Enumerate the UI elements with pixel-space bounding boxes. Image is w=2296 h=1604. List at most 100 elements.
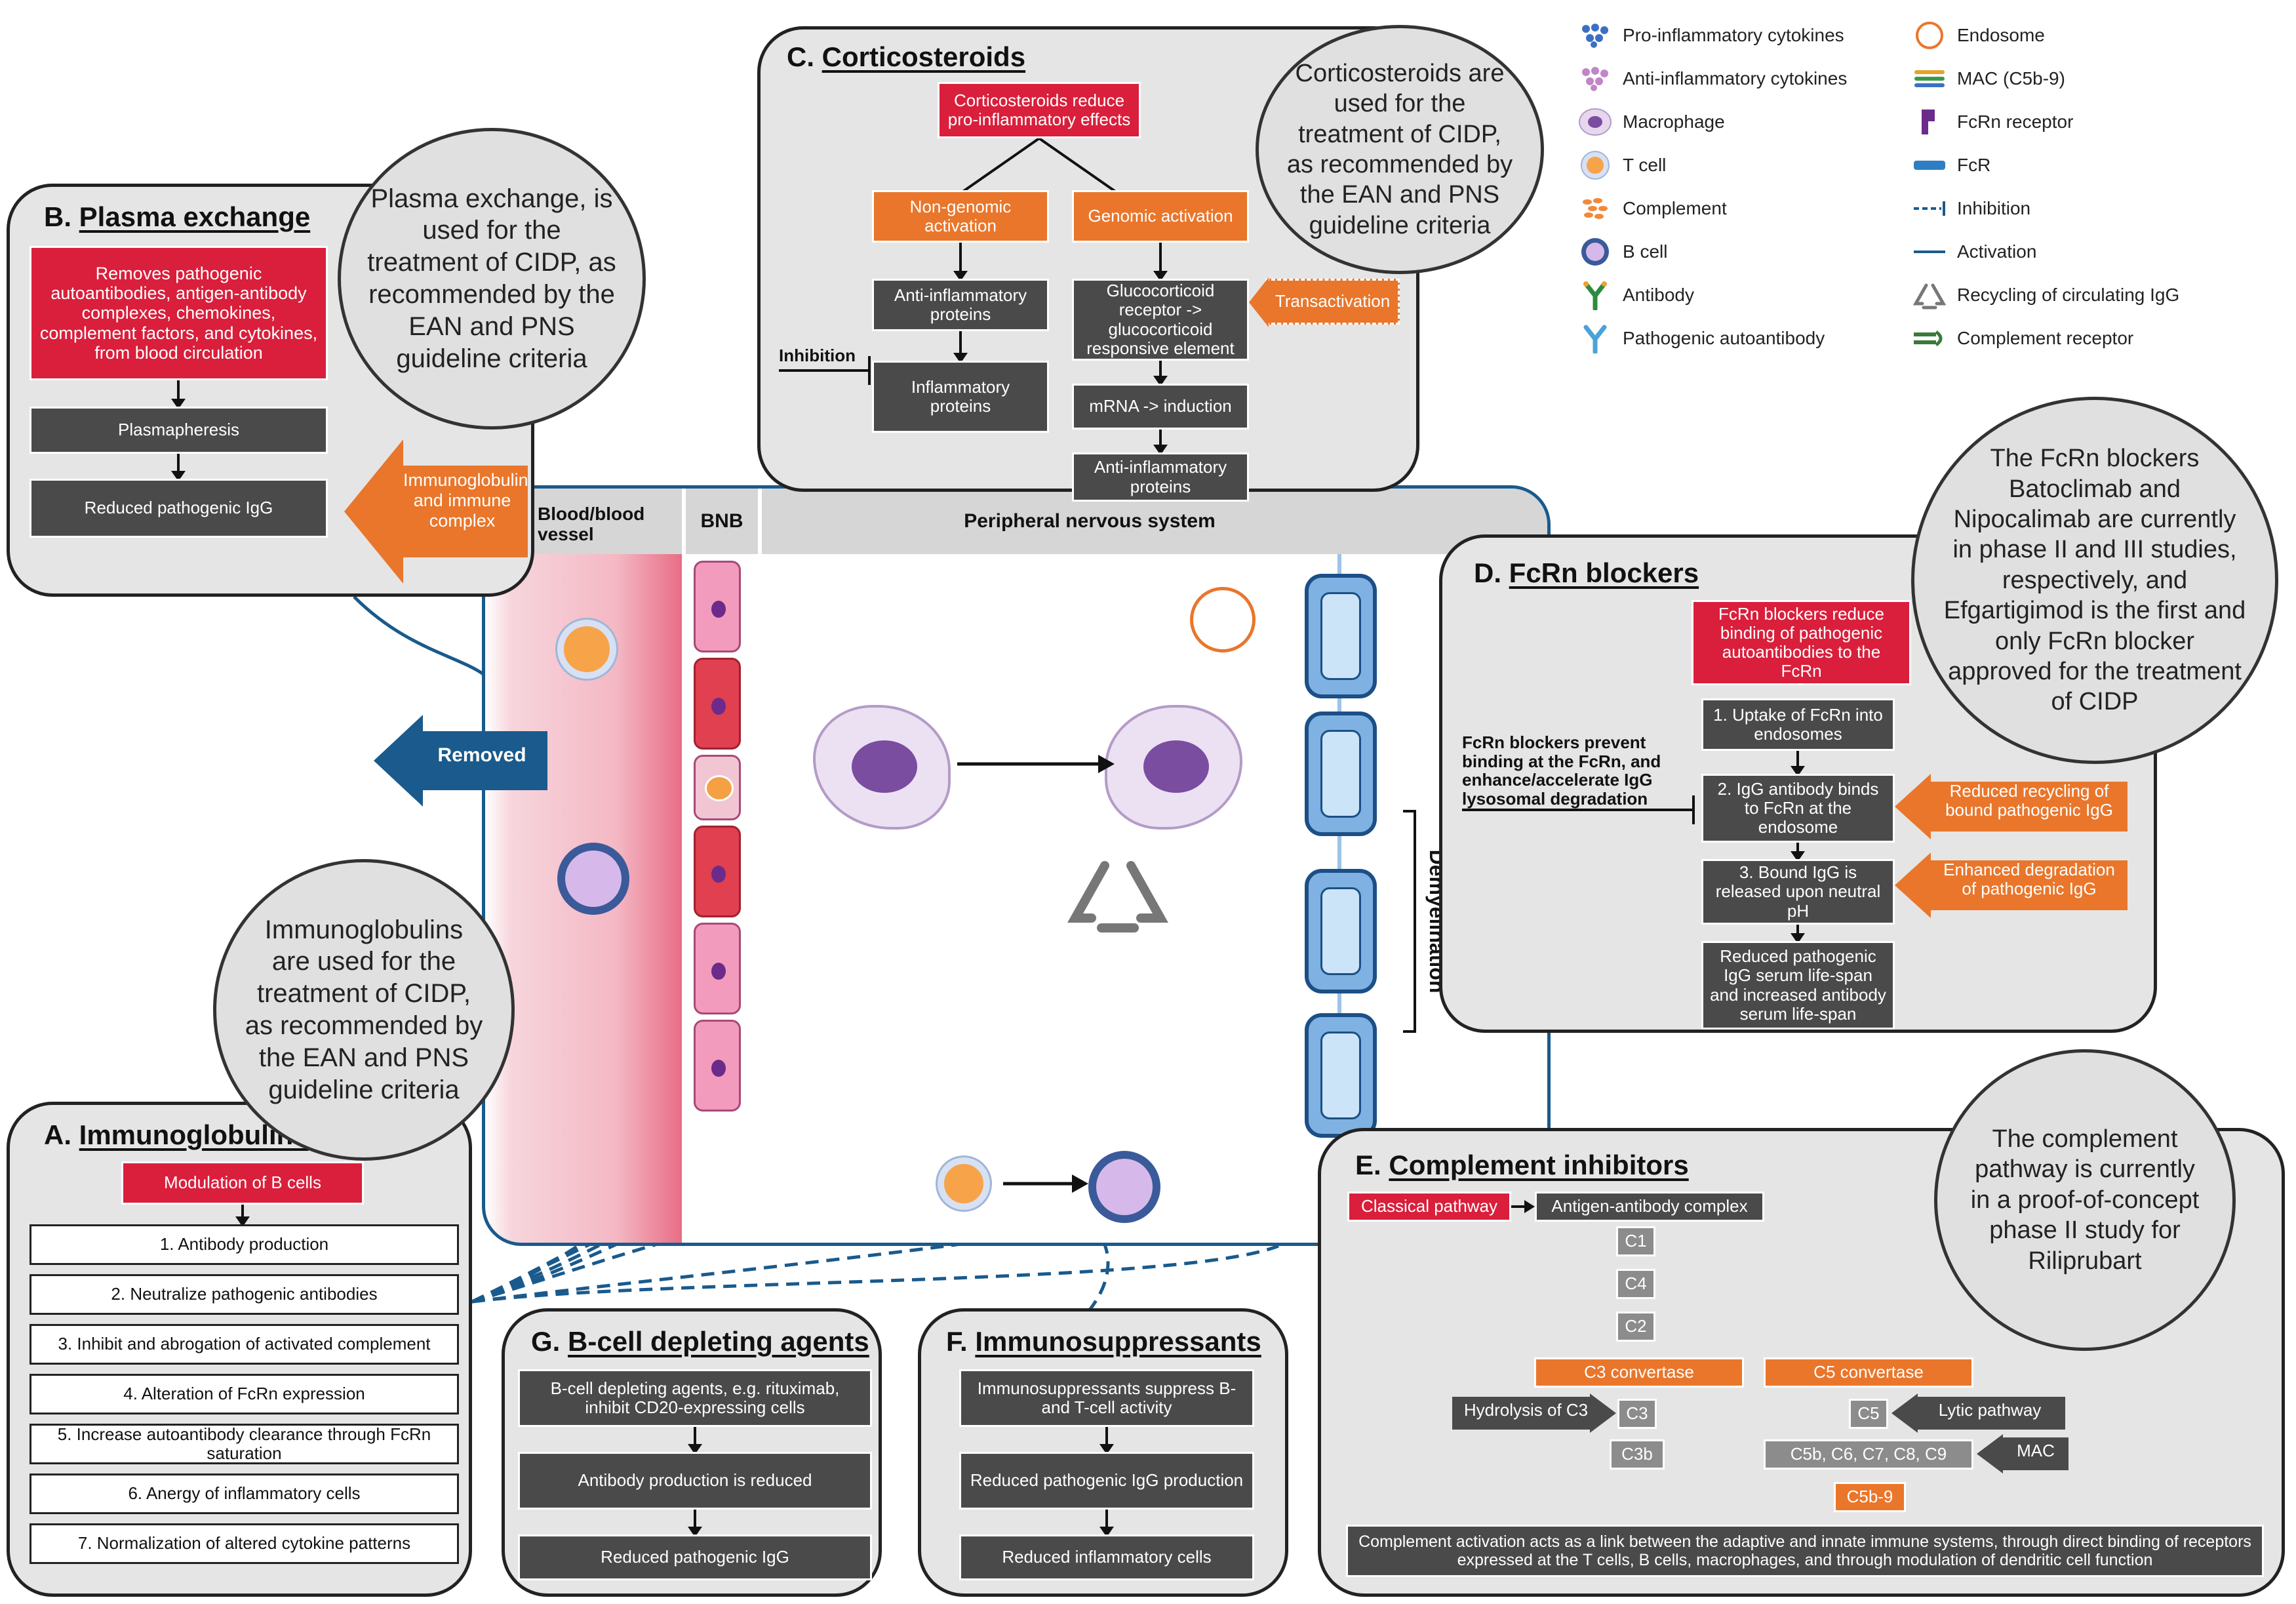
- panel-b-orange-label: Immunoglobulin and immune complex: [403, 470, 528, 531]
- panel-f-arrow: [1099, 1427, 1114, 1454]
- panel-g-title: G. B-cell depleting agents: [531, 1326, 869, 1357]
- macrophage-right: [1105, 705, 1242, 830]
- panel-c-anti-proteins-2: Anti-inflammatory proteins: [1072, 452, 1249, 502]
- b-cell-lower: [1088, 1151, 1160, 1223]
- panel-e-c3: C3: [1617, 1399, 1657, 1429]
- panel-b-title: B. Plasma exchange: [44, 201, 311, 232]
- myelin-segment-1: [1305, 574, 1377, 698]
- legend-item: Inhibition: [1911, 193, 2030, 224]
- panel-c-arrow: [1153, 361, 1168, 386]
- inhibition-line-icon: [1911, 193, 1948, 224]
- endosome: [1190, 587, 1256, 652]
- panel-d-inhibition-line: [1462, 809, 1695, 811]
- central-scene: Blood/blood vessel BNB Peripheral nervou…: [482, 485, 1551, 1246]
- panel-e-c5: C5: [1849, 1399, 1888, 1429]
- panel-c-nongenomic: Non-genomic activation: [872, 190, 1049, 243]
- legend-item: Antibody: [1577, 279, 1694, 311]
- pro-inflammatory-cytokines-icon: [1577, 20, 1613, 51]
- panel-e-c5b-group: C5b, C6, C7, C8, C9: [1764, 1439, 1973, 1470]
- panel-e-hydrolysis-arrow: [1452, 1393, 1616, 1433]
- panel-e-c1: C1: [1616, 1226, 1655, 1256]
- panel-c-mrna: mRNA -> induction: [1072, 384, 1249, 430]
- panel-b-plasmapheresis: Plasmapheresis: [30, 407, 328, 454]
- complement-receptor-icon: [1911, 323, 1948, 354]
- macrophage-icon: [1577, 106, 1613, 138]
- panel-a-item: 4. Alteration of FcRn expression: [30, 1374, 459, 1414]
- legend-item: FcRn receptor: [1911, 106, 2073, 138]
- panel-e-footer: Complement activation acts as a link bet…: [1346, 1525, 2264, 1577]
- panel-d-step4: Reduced pathogenic IgG serum life-span a…: [1701, 941, 1895, 1030]
- panel-a-title: A. Immunoglobulins: [44, 1119, 309, 1150]
- panel-d-orange-label-2: Enhanced degradation of pathogenic IgG: [1943, 860, 2115, 898]
- panel-a-item: 7. Normalization of altered cytokine pat…: [30, 1523, 459, 1564]
- panel-b-reduced-igg: Reduced pathogenic IgG: [30, 479, 328, 538]
- myelin-segment-3: [1305, 869, 1377, 993]
- panel-g-arrow: [688, 1427, 702, 1454]
- panel-d-arrow: [1791, 751, 1805, 776]
- panel-e-classical: Classical pathway: [1347, 1192, 1511, 1222]
- panel-e-bubble: The complement pathway is currently in a…: [1934, 1049, 2236, 1351]
- panel-immunoglobulins: A. Immunoglobulins Modulation of B cells…: [7, 1102, 472, 1597]
- panel-a-item: 6. Anergy of inflammatory cells: [30, 1474, 459, 1514]
- panel-c-genomic: Genomic activation: [1072, 190, 1249, 243]
- legend-item: Activation: [1911, 236, 2036, 268]
- antibody-icon: [1577, 279, 1613, 311]
- panel-d-side-note: FcRn blockers prevent binding at the FcR…: [1462, 732, 1661, 809]
- macrophage-left: [813, 705, 951, 830]
- panel-e-antigen: Antigen-antibody complex: [1535, 1192, 1764, 1222]
- panel-g-step1: B-cell depleting agents, e.g. rituximab,…: [518, 1369, 872, 1427]
- panel-a-item: 2. Neutralize pathogenic antibodies: [30, 1274, 459, 1315]
- panel-fcrn-blockers: D. FcRn blockers FcRn blockers reduce bi…: [1439, 534, 2157, 1033]
- header-band: [485, 489, 1547, 554]
- recycling-icon: [1911, 279, 1948, 311]
- panel-d-bubble: The FcRn blockers Batoclimab and Nipocal…: [1911, 397, 2278, 764]
- panel-d-step2: 2. IgG antibody binds to FcRn at the end…: [1701, 774, 1895, 843]
- panel-e-c4: C4: [1616, 1269, 1655, 1299]
- panel-e-hydrolysis: Hydrolysis of C3: [1463, 1400, 1589, 1420]
- panel-c-arrow: [1153, 430, 1168, 455]
- legend-item: Complement receptor: [1911, 323, 2133, 354]
- panel-f-step1: Immunosuppressants suppress B- and T-cel…: [959, 1369, 1254, 1427]
- panel-e-title: E. Complement inhibitors: [1355, 1150, 1689, 1180]
- pathogenic-autoantibody-icon: [1577, 323, 1613, 354]
- legend-item: Pro-inflammatory cytokines: [1577, 20, 1844, 51]
- panel-c-inhibition-line: [779, 369, 871, 372]
- panel-b-arrow: [171, 454, 186, 481]
- legend-item: Endosome: [1911, 20, 2045, 51]
- demyelination-bracket: [1403, 810, 1416, 1033]
- t-cell-blood: [557, 620, 616, 679]
- panel-c-arrow: [953, 243, 968, 281]
- panel-d-orange-label-1: Reduced recycling of bound pathogenic Ig…: [1945, 781, 2113, 820]
- panel-e-c5-convertase: C5 convertase: [1764, 1357, 1973, 1388]
- legend-item: FcR: [1911, 150, 1990, 181]
- panel-e-c2: C2: [1616, 1312, 1655, 1342]
- panel-b-red-box: Removes pathogenic autoantibodies, antig…: [30, 246, 328, 380]
- bnb-label: BNB: [700, 510, 743, 532]
- panel-f-title: F. Immunosuppressants: [946, 1326, 1261, 1357]
- panel-a-red-box: Modulation of B cells: [121, 1161, 364, 1205]
- myelin-segment-4: [1305, 1013, 1377, 1138]
- b-cell-icon: [1577, 236, 1613, 268]
- t-cell-icon: [1577, 150, 1613, 181]
- panel-a-item: 1. Antibody production: [30, 1224, 459, 1265]
- panel-b-orange-arrow: [344, 439, 528, 584]
- myelin-segment-2: [1305, 712, 1377, 836]
- legend: Pro-inflammatory cytokines Anti-inflamma…: [1577, 20, 2285, 374]
- panel-a-arrow: [235, 1205, 250, 1227]
- panel-b-arrow: [171, 380, 186, 409]
- panel-e-arrow-classical: [1511, 1200, 1535, 1213]
- panel-f-step2: Reduced pathogenic IgG production: [959, 1452, 1254, 1510]
- panel-d-red-box: FcRn blockers reduce binding of pathogen…: [1692, 600, 1911, 685]
- complement-icon: [1577, 193, 1613, 224]
- header-divider-1: [682, 489, 686, 554]
- panel-d-step3: 3. Bound IgG is released upon neutral pH: [1701, 859, 1895, 925]
- legend-item: Recycling of circulating IgG: [1911, 279, 2179, 311]
- pns-label: Peripheral nervous system: [964, 510, 1216, 532]
- panel-e-c3-convertase: C3 convertase: [1534, 1357, 1744, 1388]
- panel-c-bubble: Corticosteroids are used for the treatme…: [1256, 25, 1544, 274]
- panel-a-bubble: Immunoglobulins are used for the treatme…: [213, 859, 515, 1161]
- legend-item: MAC (C5b-9): [1911, 63, 2065, 94]
- endosome-icon: [1911, 20, 1948, 51]
- panel-c-arrow: [1153, 243, 1168, 281]
- panel-d-inhibition-bar: [1692, 795, 1695, 824]
